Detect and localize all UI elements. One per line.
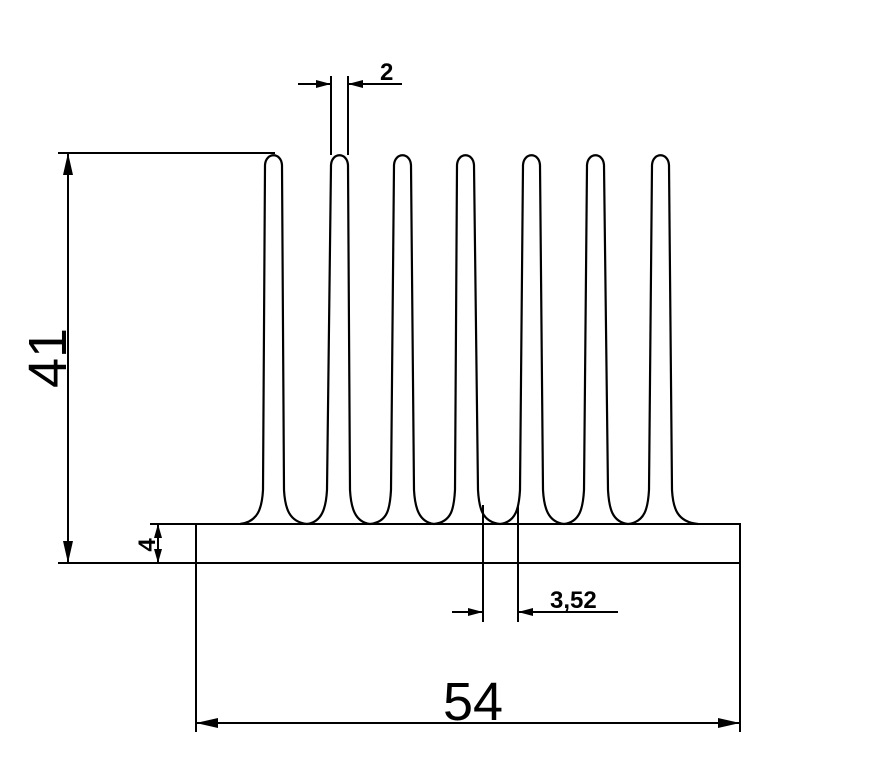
arrow-down-icon [154,549,162,563]
arrow-right-icon [468,608,483,616]
arrow-right-icon [316,80,331,88]
fin-thickness-dimension: 2 [298,59,402,155]
heatsink-fin [369,154,435,526]
base-thickness-dimension: 4 [134,523,196,563]
heatsink-base [195,523,741,564]
fin-gap-label: 3,52 [550,587,597,614]
heatsink-fin [563,154,629,526]
arrow-down-icon [63,541,73,563]
base-thickness-label: 4 [134,538,161,552]
fin-thickness-label: 2 [380,59,393,86]
fin-gap-dimension: 3,52 [452,505,618,622]
arrow-left-icon [196,718,218,728]
width-label: 54 [443,672,503,732]
height-label: 41 [18,328,78,388]
arrow-right-icon [718,718,740,728]
width-dimension: 54 [195,563,741,732]
arrow-up-icon [63,153,73,175]
heatsink-fin [627,154,699,526]
heatsink-fin [239,154,308,526]
heatsink-fin [433,154,501,526]
fins-group [239,154,699,526]
height-dimension: 41 [18,152,275,564]
arrow-up-icon [154,524,162,538]
heatsink-fin [306,154,371,526]
heatsink-fin [499,154,565,526]
arrow-left-icon [348,80,363,88]
arrow-left-icon [518,608,533,616]
